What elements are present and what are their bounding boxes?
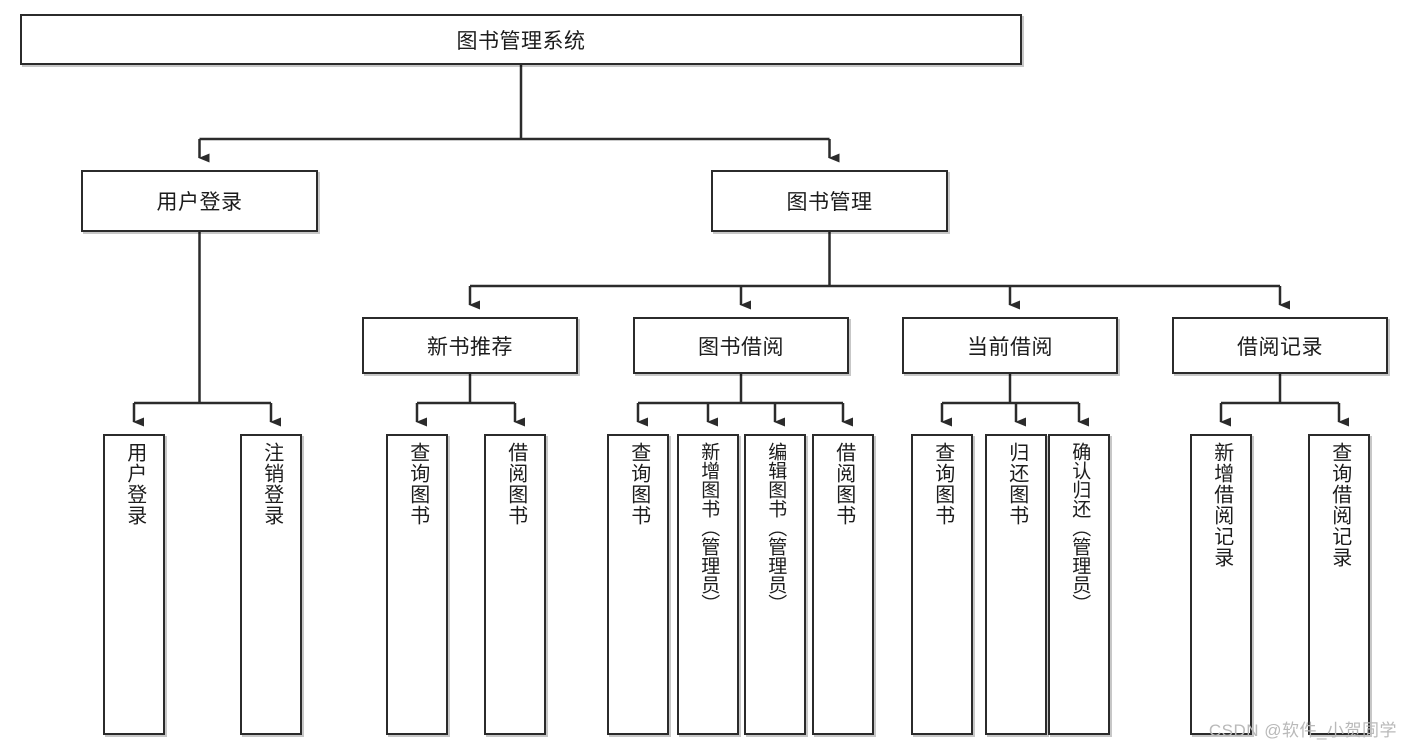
- node-leaf-logout[interactable]: 注销登录: [240, 434, 302, 735]
- node-label: 查询图书: [406, 442, 429, 526]
- node-label: 用户登录: [123, 442, 146, 526]
- node-label: 确认归还（管理员）: [1069, 442, 1091, 613]
- node-label: 查询图书: [627, 442, 650, 526]
- node-label: 新增借阅记录: [1210, 442, 1233, 568]
- node-borrow-record[interactable]: 借阅记录: [1172, 317, 1388, 374]
- node-leaf-add-record[interactable]: 新增借阅记录: [1190, 434, 1252, 735]
- node-label: 借阅记录: [1237, 335, 1323, 359]
- node-leaf-rec-query-book[interactable]: 查询图书: [386, 434, 448, 735]
- node-label: 图书管理系统: [456, 29, 586, 53]
- node-label: 借阅图书: [832, 442, 855, 526]
- node-label: 归还图书: [1005, 442, 1028, 526]
- node-user-login[interactable]: 用户登录: [81, 170, 318, 232]
- node-leaf-rec-borrow-book[interactable]: 借阅图书: [484, 434, 546, 735]
- node-new-book-rec[interactable]: 新书推荐: [362, 317, 578, 374]
- node-label: 借阅图书: [504, 442, 527, 526]
- node-label: 查询借阅记录: [1328, 442, 1351, 568]
- node-label: 编辑图书（管理员）: [765, 442, 787, 613]
- node-leaf-borrow-book[interactable]: 借阅图书: [812, 434, 874, 735]
- node-label: 新增图书（管理员）: [698, 442, 720, 613]
- node-root[interactable]: 图书管理系统: [20, 14, 1022, 65]
- node-label: 新书推荐: [427, 335, 513, 359]
- node-leaf-return-book[interactable]: 归还图书: [985, 434, 1047, 735]
- node-leaf-confirm-return-admin[interactable]: 确认归还（管理员）: [1048, 434, 1110, 735]
- node-label: 图书借阅: [698, 335, 784, 359]
- node-leaf-cur-query-book[interactable]: 查询图书: [911, 434, 973, 735]
- node-label: 用户登录: [156, 191, 243, 214]
- node-leaf-add-book-admin[interactable]: 新增图书（管理员）: [677, 434, 739, 735]
- node-current-borrow[interactable]: 当前借阅: [902, 317, 1118, 374]
- node-leaf-user-login[interactable]: 用户登录: [103, 434, 165, 735]
- node-label: 图书管理: [786, 191, 873, 214]
- node-leaf-edit-book-admin[interactable]: 编辑图书（管理员）: [744, 434, 806, 735]
- node-leaf-query-record[interactable]: 查询借阅记录: [1308, 434, 1370, 735]
- node-label: 注销登录: [260, 442, 283, 526]
- node-label: 查询图书: [931, 442, 954, 526]
- node-label: 当前借阅: [967, 335, 1053, 359]
- node-book-borrow[interactable]: 图书借阅: [633, 317, 849, 374]
- node-book-manage[interactable]: 图书管理: [711, 170, 948, 232]
- node-leaf-borrow-query-book[interactable]: 查询图书: [607, 434, 669, 735]
- watermark-text: CSDN @软件_小贺同学: [1208, 721, 1397, 740]
